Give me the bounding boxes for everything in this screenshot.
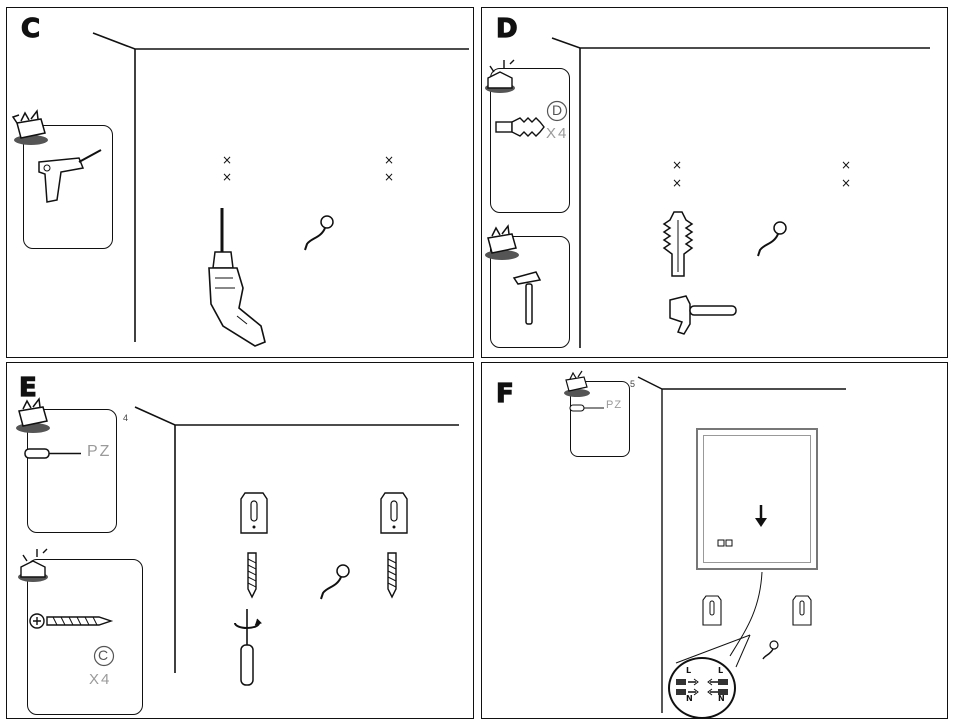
required-tools-box [27,409,117,533]
screwdriver-bit-label: PZ [606,399,623,411]
neutral-wire-label: N [686,694,693,703]
screw-icon [29,613,114,629]
screwdriver-icon [24,448,81,459]
drill-icon [38,149,102,203]
drill-mark: × [672,176,683,190]
mirror-frame [696,428,818,570]
part-code-badge [546,100,568,122]
toolbox-icon [11,109,48,145]
hammer-illustration [669,295,737,335]
required-tools-box [570,381,630,457]
panel-step-e: E 4 PZ C X4 [6,362,474,719]
screwdriver-bit-label: PZ [87,443,112,460]
drill-mark: × [222,153,233,167]
live-wire-label: L [718,666,724,675]
drill-mark: × [841,158,852,172]
wire-connectors-icon [676,678,728,696]
live-wire-label: L [686,666,692,675]
hook-icon [757,221,787,257]
drill-mark: × [384,153,395,167]
wall-corner-lines [92,32,469,342]
power-cable [729,571,763,657]
part-quantity: X4 [546,125,569,142]
part-code-letter: C [98,647,111,663]
touch-switch-icon [717,539,733,547]
step-letter: E [18,373,37,403]
down-arrow-icon [755,505,767,527]
wall-corner-lines [637,376,846,713]
part-code-badge [93,645,115,667]
wall-plug-illustration [662,211,694,277]
hook-icon [762,640,779,660]
step-number: 5 [630,379,636,389]
hammer-icon [512,271,542,325]
screw-vertical-right [387,552,397,599]
parts-bag-icon [485,59,515,93]
screw-vertical-left [247,552,257,599]
drill-mark: × [222,170,233,184]
included-parts-box [490,68,570,213]
wall-corner-lines [551,37,930,348]
hook-icon [320,564,350,600]
mirror-glass [703,435,811,563]
part-code-letter: D [552,102,565,118]
mounting-bracket-left [240,492,268,534]
step-letter: F [495,379,514,409]
step-letter: D [495,14,518,44]
mounting-bracket-left [702,595,722,626]
panel-step-f: F 5 PZ [481,362,948,719]
step-number: 4 [123,413,129,423]
wall-plug-icon [495,117,545,137]
toolbox-icon [485,224,519,260]
drill-mark: × [672,158,683,172]
wiring-detail-callout [668,657,736,718]
large-drill-illustration [208,208,266,347]
screwdriver-icon [569,404,604,412]
drill-mark: × [384,170,395,184]
part-quantity: X4 [89,671,112,688]
step-letter: C [20,14,41,44]
mounting-bracket-right [792,595,812,626]
toolbox-icon [16,397,50,433]
hook-icon [304,215,334,251]
toolbox-icon [564,370,590,397]
neutral-wire-label: N [718,694,725,703]
required-tools-box [23,125,113,249]
panel-step-c: C × × × × [6,7,474,358]
included-parts-box [27,559,143,715]
screwdriver-rotate-illustration [234,609,262,686]
mounting-bracket-right [380,492,408,534]
panel-step-d: D D X4 × × × × [481,7,948,358]
drill-mark: × [841,176,852,190]
required-tools-box [490,236,570,348]
wall-corner-lines [134,406,459,673]
parts-bag-icon [18,548,48,582]
